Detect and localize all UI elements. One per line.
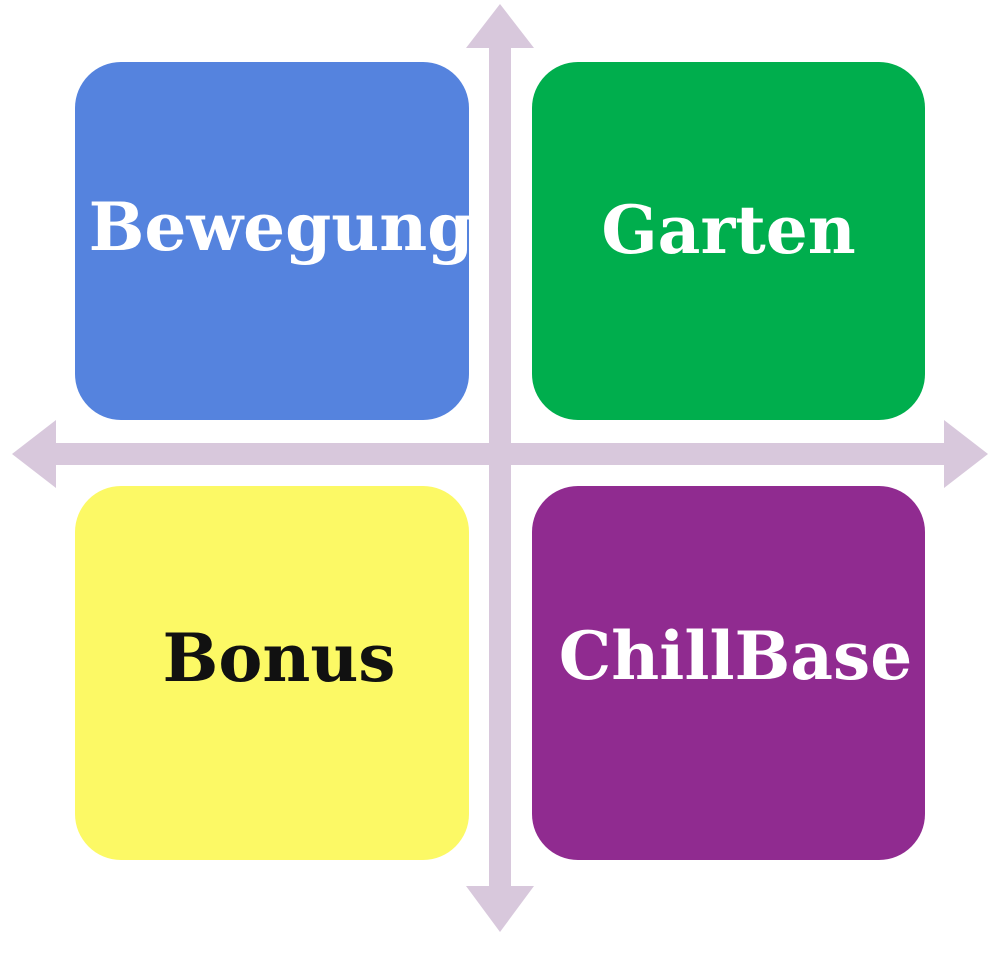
arrow-left-icon <box>12 420 56 488</box>
quadrant-top-right: Garten <box>532 62 925 420</box>
quadrant-label: Bewegung <box>88 188 474 266</box>
arrow-right-icon <box>944 420 988 488</box>
vertical-axis <box>489 44 511 888</box>
quadrant-top-left: Bewegung <box>75 62 473 420</box>
horizontal-axis <box>50 443 952 465</box>
quadrant-label: Garten <box>601 191 856 269</box>
arrow-down-icon <box>466 886 534 932</box>
quadrant-label: Bonus <box>162 619 396 697</box>
quadrant-label: ChillBase <box>558 617 913 695</box>
quadrant-bottom-left: Bonus <box>75 486 469 860</box>
quadrant-bottom-right: ChillBase <box>532 486 925 860</box>
arrow-up-icon <box>466 4 534 48</box>
